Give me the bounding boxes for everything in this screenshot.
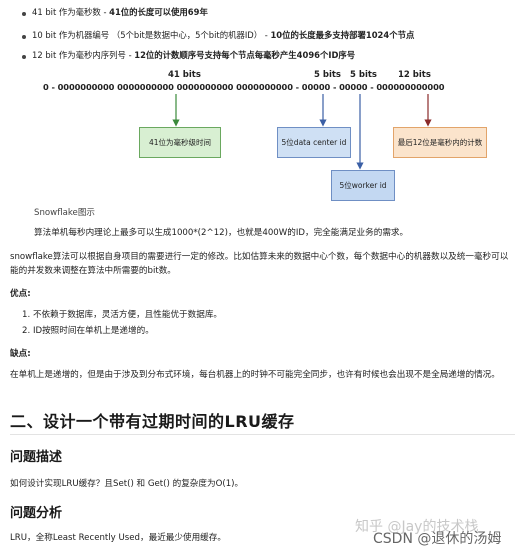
cons-heading: 缺点: bbox=[10, 349, 31, 359]
label-41-bits: 41 bits bbox=[168, 70, 201, 80]
bullet-text: 41 bit 作为毫秒数 - bbox=[32, 7, 110, 17]
snowflake-diagram: 41 bits 5 bits 5 bits 12 bits 0 - 000000… bbox=[0, 66, 525, 206]
bullet-text: 10 bit 作为机器编号 （5个bit是数据中心，5个bit的机器ID） - bbox=[32, 30, 271, 40]
bits-row: 0 - 0000000000 0000000000 0000000000 000… bbox=[43, 82, 445, 92]
subheading-analysis: 问题分析 bbox=[10, 506, 63, 521]
box-timestamp: 41位为毫秒级时间 bbox=[139, 127, 221, 158]
bullet-bold-text: 41位的长度可以使用69年 bbox=[109, 7, 208, 17]
pros-heading: 优点: bbox=[10, 289, 31, 299]
cons-paragraph: 在单机上是递增的，但是由于涉及到分布式环境，每台机器上的时钟不可能完全同步，也许… bbox=[10, 370, 500, 380]
diagram-arrows bbox=[172, 94, 432, 170]
pros-item-text: 不依赖于数据库，灵活方便，且性能优于数据库。 bbox=[32, 310, 223, 320]
throughput-paragraph: 算法单机每秒内理论上最多可以生成1000*(2^12)，也就是400W的ID，完… bbox=[34, 228, 409, 238]
modify-paragraph: snowflake算法可以根据自身项目的需要进行一定的修改。比如估算未来的数据中… bbox=[10, 252, 509, 276]
label-5-bits-worker: 5 bits bbox=[350, 70, 377, 80]
bullet-text: 12 bit 作为毫秒内序列号 - bbox=[32, 50, 135, 60]
bullet-dot bbox=[22, 55, 26, 59]
bullet-item: 12 bit 作为毫秒内序列号 - 12位的计数顺序号支持每个节点每毫秒产生40… bbox=[32, 49, 355, 62]
bullet-item: 10 bit 作为机器编号 （5个bit是数据中心，5个bit的机器ID） - … bbox=[32, 29, 414, 42]
problem-paragraph: 如何设计实现LRU缓存？且Set() 和 Get() 的复杂度为O(1)。 bbox=[10, 479, 244, 489]
pros-item: 1. 不依赖于数据库，灵活方便，且性能优于数据库。 bbox=[22, 310, 223, 320]
section-divider bbox=[10, 434, 515, 435]
box-sequence-label: 最后12位是毫秒内的计数 bbox=[397, 138, 483, 147]
box-datacenter-label: 5位data center id bbox=[281, 138, 347, 147]
csdn-watermark: CSDN @退休的汤姆 bbox=[373, 531, 502, 547]
bullet-bold-text: 12位的计数顺序号支持每个节点每毫秒产生4096个ID序号 bbox=[134, 50, 356, 60]
bullet-item: 41 bit 作为毫秒数 - 41位的长度可以使用69年 bbox=[32, 6, 208, 19]
pros-item-text: ID按照时间在单机上是递增的。 bbox=[32, 326, 154, 336]
bullet-dot bbox=[22, 12, 26, 16]
section-heading-lru: 二、设计一个带有过期时间的LRU缓存 bbox=[10, 412, 295, 431]
box-datacenter: 5位data center id bbox=[277, 127, 351, 158]
subheading-problem: 问题描述 bbox=[10, 450, 63, 465]
zhihu-watermark: 知乎 @Jay的技术栈 bbox=[355, 519, 479, 535]
label-5-bits-datacenter: 5 bits bbox=[314, 70, 341, 80]
label-12-bits: 12 bits bbox=[398, 70, 431, 80]
box-worker-label: 5位worker id bbox=[339, 181, 387, 190]
pros-item: 2. ID按照时间在单机上是递增的。 bbox=[22, 326, 154, 336]
figure-caption: Snowflake图示 bbox=[34, 208, 96, 218]
box-sequence: 最后12位是毫秒内的计数 bbox=[393, 127, 487, 158]
box-timestamp-label: 41位为毫秒级时间 bbox=[148, 138, 212, 147]
bullet-bold-text: 10位的长度最多支持部署1024个节点 bbox=[270, 30, 415, 40]
box-worker: 5位worker id bbox=[331, 170, 395, 201]
bullet-dot bbox=[22, 35, 26, 39]
analysis-paragraph: LRU，全称Least Recently Used，最近最少使用缓存。 bbox=[10, 533, 226, 543]
